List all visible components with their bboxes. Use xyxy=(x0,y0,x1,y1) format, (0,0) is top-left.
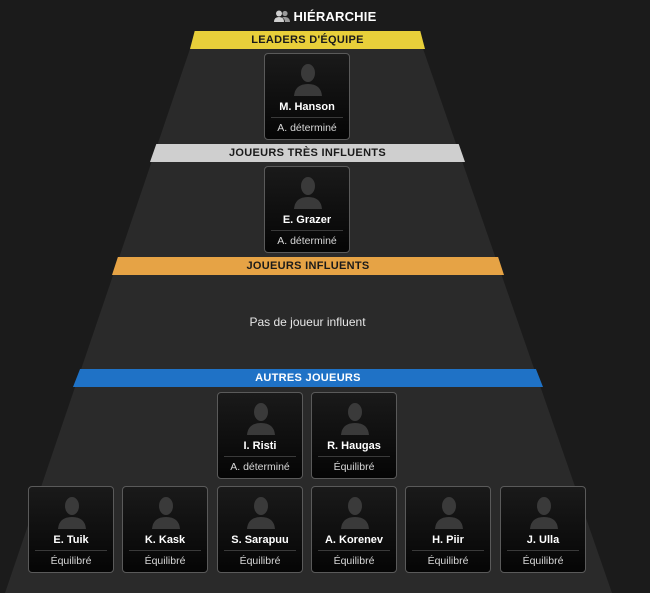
player-name: E. Grazer xyxy=(282,214,332,226)
tier-header-very-influential: JOUEURS TRÈS INFLUENTS xyxy=(150,144,465,162)
card-divider xyxy=(224,456,296,457)
panel-title-text: HIÉRARCHIE xyxy=(293,9,377,24)
player-card[interactable]: K. Kask Équilibré xyxy=(122,486,208,573)
player-personality: Équilibré xyxy=(333,555,375,567)
player-silhouette-icon xyxy=(245,495,277,529)
player-name: K. Kask xyxy=(144,534,186,546)
player-personality: Équilibré xyxy=(522,555,564,567)
panel-title: HIÉRARCHIE xyxy=(0,9,650,26)
player-personality: Équilibré xyxy=(333,461,375,473)
player-silhouette-icon xyxy=(339,401,371,435)
player-name: E. Tuik xyxy=(53,534,89,546)
player-name: H. Piir xyxy=(432,534,464,546)
player-personality: A. déterminé xyxy=(230,461,290,473)
player-personality: Équilibré xyxy=(144,555,186,567)
player-personality: A. déterminé xyxy=(277,122,337,134)
player-card[interactable]: R. Haugas Équilibré xyxy=(311,392,397,479)
card-divider xyxy=(507,550,579,551)
player-personality: Équilibré xyxy=(239,555,281,567)
player-personality: Équilibré xyxy=(50,555,92,567)
player-silhouette-icon xyxy=(292,62,324,96)
card-divider xyxy=(129,550,201,551)
player-silhouette-icon xyxy=(150,495,182,529)
player-name: A. Korenev xyxy=(324,534,384,546)
card-divider xyxy=(271,230,343,231)
player-personality: A. déterminé xyxy=(277,235,337,247)
player-silhouette-icon xyxy=(433,495,465,529)
player-card[interactable]: A. Korenev Équilibré xyxy=(311,486,397,573)
player-name: S. Sarapuu xyxy=(231,534,289,546)
player-card[interactable]: E. Tuik Équilibré xyxy=(28,486,114,573)
card-divider xyxy=(412,550,484,551)
player-card[interactable]: H. Piir Équilibré xyxy=(405,486,491,573)
player-name: I. Risti xyxy=(243,440,277,452)
player-personality: Équilibré xyxy=(427,555,469,567)
card-divider xyxy=(224,550,296,551)
player-silhouette-icon xyxy=(339,495,371,529)
card-divider xyxy=(318,550,390,551)
player-card[interactable]: E. Grazer A. déterminé xyxy=(264,166,350,253)
player-card[interactable]: M. Hanson A. déterminé xyxy=(264,53,350,140)
player-name: M. Hanson xyxy=(279,101,335,113)
player-card[interactable]: I. Risti A. déterminé xyxy=(217,392,303,479)
card-divider xyxy=(35,550,107,551)
player-card[interactable]: S. Sarapuu Équilibré xyxy=(217,486,303,573)
player-silhouette-icon xyxy=(245,401,277,435)
card-divider xyxy=(318,456,390,457)
users-icon xyxy=(273,10,290,26)
tier-header-leaders: LEADERS D'ÉQUIPE xyxy=(190,31,425,49)
player-silhouette-icon xyxy=(56,495,88,529)
tier-header-influential: JOUEURS INFLUENTS xyxy=(112,257,504,275)
player-card[interactable]: J. Ulla Équilibré xyxy=(500,486,586,573)
player-silhouette-icon xyxy=(528,495,560,529)
player-name: R. Haugas xyxy=(327,440,381,452)
player-silhouette-icon xyxy=(292,175,324,209)
player-name: J. Ulla xyxy=(526,534,560,546)
tier-header-other: AUTRES JOUEURS xyxy=(73,369,543,387)
empty-tier-message: Pas de joueur influent xyxy=(249,315,366,329)
card-divider xyxy=(271,117,343,118)
